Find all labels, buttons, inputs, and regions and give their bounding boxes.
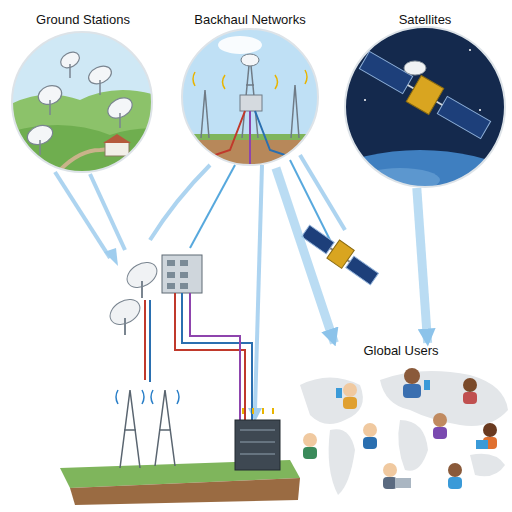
ground-scene <box>0 20 170 180</box>
dish-cluster <box>106 255 202 335</box>
node-heading: Satellites <box>343 12 507 27</box>
scene-circle: Backhaul Networks <box>178 12 322 168</box>
world-map <box>300 371 508 495</box>
flow-arrow <box>276 168 334 343</box>
node-heading: Ground Stations <box>8 12 158 27</box>
scene-circle: Ground Stations <box>8 12 158 174</box>
scene-circle: Satellites <box>343 12 507 188</box>
backhaul-scene <box>170 20 330 180</box>
users <box>303 368 497 489</box>
users-region: Global Users <box>290 343 512 510</box>
node-heading: Backhaul Networks <box>178 12 322 27</box>
node-heading: Global Users <box>290 343 512 358</box>
satellite-scene <box>280 20 512 310</box>
flow-arrow <box>417 188 428 343</box>
